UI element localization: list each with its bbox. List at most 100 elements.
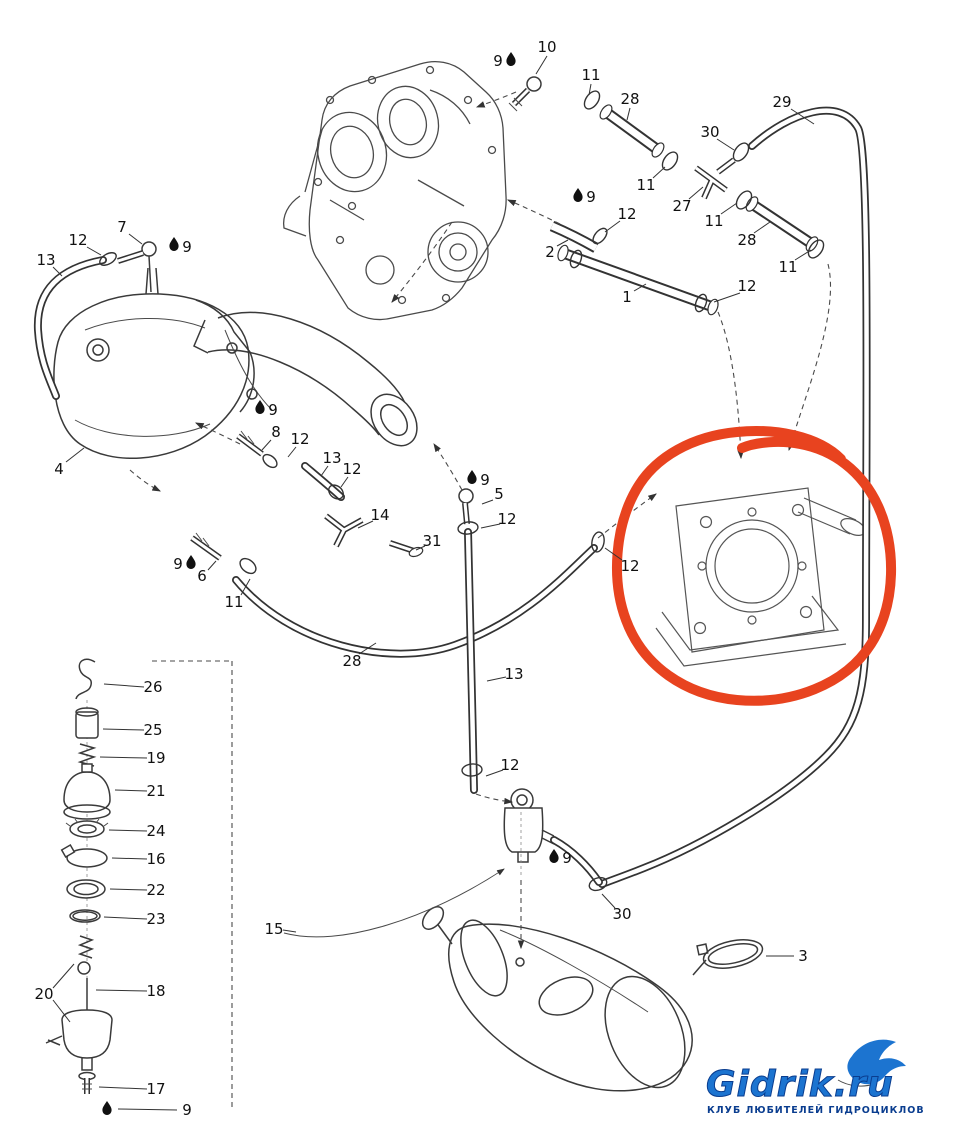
part-number-label: 9 <box>562 849 572 867</box>
part-number-label: 28 <box>737 231 756 249</box>
part-number-label: 8 <box>271 423 281 441</box>
callout-leader-line <box>556 239 569 247</box>
callout-leader-line <box>99 756 148 759</box>
callout-leader-line <box>86 246 102 256</box>
part-number-label: 5 <box>494 485 504 503</box>
part-number-label: 6 <box>197 567 207 585</box>
engine-assembly <box>282 61 507 321</box>
callout-leader-line <box>485 769 504 777</box>
callout-leader-line <box>358 642 377 655</box>
lubricant-droplet-icon <box>169 237 179 251</box>
part-number-label: 30 <box>700 123 719 141</box>
callout-leader-line <box>102 728 145 731</box>
callout-leader-line <box>52 266 63 277</box>
part-number-label: 28 <box>620 90 639 108</box>
callout-leader-line <box>588 83 592 96</box>
callout-leader-line <box>340 476 349 488</box>
part-number-label: 9 <box>182 1101 192 1119</box>
hose-clamps <box>99 90 825 892</box>
callout-leader-line <box>282 929 297 933</box>
callout-leader-line <box>415 545 426 551</box>
part-number-label: 13 <box>322 449 341 467</box>
callout-leader-line <box>95 989 148 992</box>
callout-leader-line <box>626 107 631 121</box>
muffler <box>421 906 693 1092</box>
lubricant-droplet-icon <box>549 849 559 863</box>
callout-leader-line <box>240 578 251 596</box>
part-number-label: 20 <box>34 985 53 1003</box>
red-circle-annotation <box>612 426 897 706</box>
callout-leader-line <box>790 108 815 125</box>
watermark-subtitle: КЛУБ ЛЮБИТЕЛЕЙ ГИДРОЦИКЛОВ <box>707 1104 925 1116</box>
part-number-label: 1 <box>622 288 632 306</box>
part-number-label: 24 <box>146 822 165 840</box>
callout-leader-line <box>111 857 148 860</box>
part-number-label: 12 <box>497 510 516 528</box>
watermark-title: Gidrik.ru <box>706 1064 894 1105</box>
callout-leader-line <box>601 893 616 909</box>
callout-leader-line <box>52 999 71 1023</box>
callout-leader-line <box>357 520 374 529</box>
callout-leader-line <box>486 676 507 682</box>
callout-leader-line <box>480 523 501 529</box>
valve-parts-stack <box>45 658 113 1094</box>
part-number-label: 19 <box>146 749 165 767</box>
part-number-label: 12 <box>617 205 636 223</box>
part-number-label: 23 <box>146 910 165 928</box>
callout-leader-line <box>720 202 738 215</box>
callout-leader-line <box>604 547 623 561</box>
callout-leader-line <box>535 55 548 75</box>
part-number-label: 9 <box>493 52 503 70</box>
part-number-label: 11 <box>704 212 723 230</box>
part-number-label: 9 <box>182 238 192 256</box>
callout-leader-line <box>794 249 812 261</box>
part-number-label: 9 <box>586 188 596 206</box>
part-number-label: 16 <box>146 850 165 868</box>
callout-leader-line <box>320 465 329 477</box>
part-number-label: 30 <box>612 905 631 923</box>
routing-lines <box>129 91 832 950</box>
callout-leader-line <box>207 560 217 571</box>
part-number-label: 31 <box>422 532 441 550</box>
lubricant-droplet-icon <box>186 555 196 569</box>
callout-leader-line <box>604 220 621 233</box>
callout-leader-line <box>713 292 741 303</box>
lubricant-droplet-icon <box>467 470 477 484</box>
callout-leader-line <box>103 683 145 688</box>
hoses <box>33 104 871 888</box>
part-number-label: 17 <box>146 1080 165 1098</box>
cable-tie <box>692 939 764 976</box>
watermark-splash <box>837 1079 875 1087</box>
part-number-label: 13 <box>36 251 55 269</box>
part-number-label: 10 <box>537 38 556 56</box>
assembly-bracket <box>152 660 505 1110</box>
watermark-fish-eye <box>888 1045 894 1051</box>
watermark: Gidrik.ru КЛУБ ЛЮБИТЕЛЕЙ ГИДРОЦИКЛОВ <box>706 1039 925 1116</box>
callout-leader-line <box>52 963 75 989</box>
part-number-label: 13 <box>504 665 523 683</box>
water-separator <box>503 788 555 863</box>
part-number-label: 9 <box>480 471 490 489</box>
part-number-label: 4 <box>54 460 64 478</box>
part-number-label: 12 <box>737 277 756 295</box>
callout-leader-line <box>98 1086 148 1090</box>
part-number-label: 22 <box>146 881 165 899</box>
part-number-label: 12 <box>500 756 519 774</box>
part-number-label: 21 <box>146 782 165 800</box>
part-number-label: 2 <box>545 243 555 261</box>
part-number-label: 27 <box>672 197 691 215</box>
circled-component <box>655 487 866 667</box>
lubricant-droplet-icon <box>506 52 516 66</box>
part-number-label: 12 <box>68 231 87 249</box>
fuel-tank <box>53 267 255 459</box>
part-number-label: 26 <box>143 678 162 696</box>
callout-leader-line <box>633 283 647 292</box>
part-number-label: 7 <box>117 218 127 236</box>
callout-leader-line <box>109 888 148 891</box>
callout-leader-line <box>117 1108 178 1111</box>
callout-leader-line <box>65 447 85 463</box>
part-number-label: 11 <box>224 593 243 611</box>
callout-leader-line <box>128 233 143 245</box>
